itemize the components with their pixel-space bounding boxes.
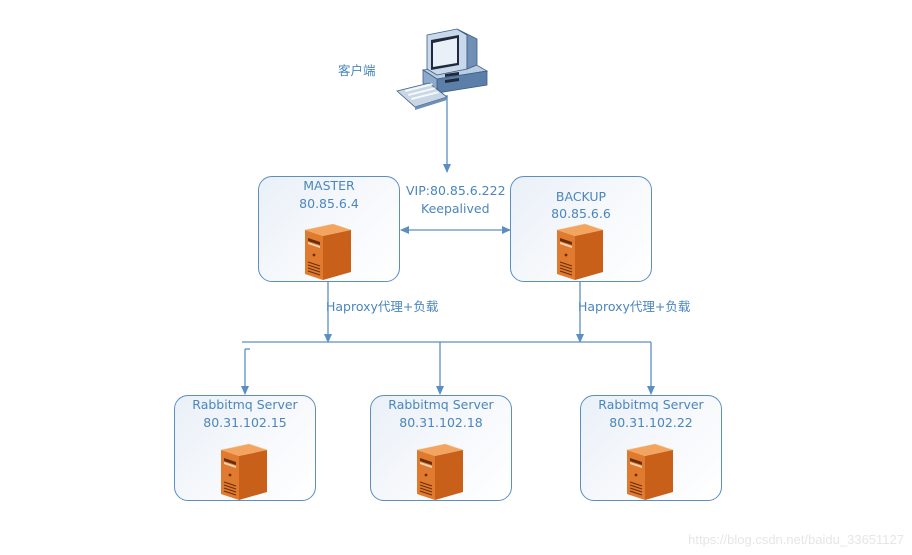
rabbitmq-name: Rabbitmq Server bbox=[388, 397, 494, 412]
vip-address-label: VIP:80.85.6.222 bbox=[406, 183, 506, 198]
rabbitmq-ip: 80.31.102.15 bbox=[203, 415, 287, 430]
client-computer bbox=[395, 25, 490, 113]
backup-server-icon bbox=[555, 220, 605, 280]
master-ip: 80.85.6.4 bbox=[299, 196, 359, 211]
rabbitmq-name: Rabbitmq Server bbox=[192, 397, 298, 412]
rabbitmq-ip: 80.31.102.18 bbox=[399, 415, 483, 430]
master-role: MASTER bbox=[303, 178, 355, 193]
rabbitmq-name: Rabbitmq Server bbox=[598, 397, 704, 412]
rabbitmq-ip: 80.31.102.22 bbox=[609, 415, 693, 430]
rabbitmq-server-icon-2 bbox=[415, 440, 465, 500]
master-server-icon bbox=[303, 220, 353, 280]
watermark: https://blog.csdn.net/baidu_33651127 bbox=[688, 532, 904, 547]
client-label: 客户端 bbox=[338, 63, 376, 78]
haproxy-label-right: Haproxy代理+负载 bbox=[578, 299, 691, 314]
backup-ip: 80.85.6.6 bbox=[551, 206, 611, 221]
haproxy-label-left: Haproxy代理+负载 bbox=[326, 299, 439, 314]
rabbitmq-server-icon-1 bbox=[219, 440, 269, 500]
rabbitmq-server-icon-3 bbox=[625, 440, 675, 500]
desktop-computer-icon bbox=[396, 28, 489, 110]
backup-role: BACKUP bbox=[555, 189, 607, 204]
keepalived-label: Keepalived bbox=[421, 201, 490, 216]
